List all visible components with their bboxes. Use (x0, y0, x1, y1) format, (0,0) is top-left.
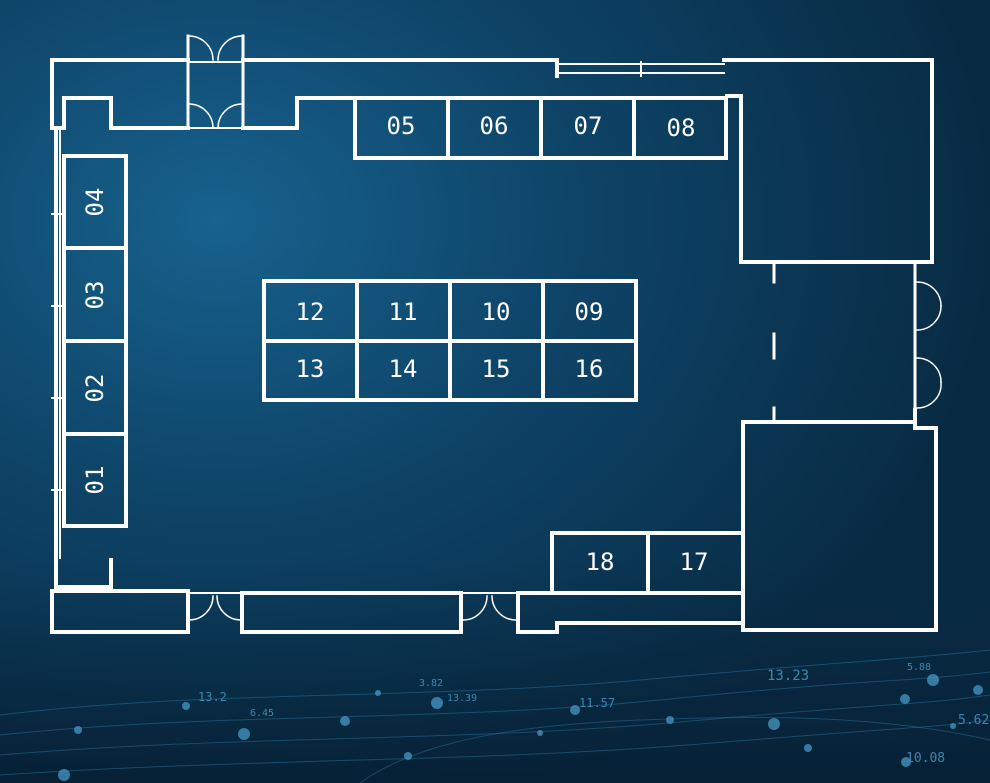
booth-04[interactable]: 04 (81, 188, 109, 217)
booth-06[interactable]: 06 (480, 112, 509, 140)
booth-16[interactable]: 16 (575, 355, 604, 383)
entrance-vestibule-top (186, 34, 245, 130)
booth-labels: 05 06 07 08 04 03 02 01 12 11 10 09 13 1… (81, 112, 708, 576)
booth-10[interactable]: 10 (482, 298, 511, 326)
booth-02[interactable]: 02 (81, 374, 109, 403)
deco-number: 5.62 (958, 713, 989, 728)
booth-03[interactable]: 03 (81, 281, 109, 310)
booth-07[interactable]: 07 (574, 112, 603, 140)
entrance-door-bottom-center (460, 592, 519, 621)
deco-number-labels: 13.2 6.45 3.82 13.39 11.57 13.23 5.88 5.… (198, 662, 989, 766)
outer-wall (50, 58, 938, 634)
room-lower-right (741, 420, 917, 632)
deco-number: 5.88 (907, 662, 931, 673)
entrance-door-bottom-left (187, 592, 243, 621)
booth-17[interactable]: 17 (680, 548, 709, 576)
deco-number: 10.08 (906, 751, 945, 766)
deco-number: 6.45 (250, 708, 274, 719)
booth-09[interactable]: 09 (575, 298, 604, 326)
booth-11[interactable]: 11 (389, 298, 418, 326)
booth-14[interactable]: 14 (389, 355, 418, 383)
deco-number: 3.82 (419, 678, 443, 689)
booth-05[interactable]: 05 (387, 112, 416, 140)
top-window (558, 61, 725, 77)
entrance-door-right (913, 260, 942, 412)
deco-number: 11.57 (579, 696, 615, 710)
deco-waves (0, 649, 990, 783)
booth-15[interactable]: 15 (482, 355, 511, 383)
deco-number: 13.2 (198, 690, 227, 704)
room-upper-right (725, 94, 917, 264)
deco-number: 13.23 (767, 668, 809, 684)
booth-13[interactable]: 13 (296, 355, 325, 383)
deco-number: 13.39 (447, 693, 477, 704)
booth-01[interactable]: 01 (81, 466, 109, 495)
booth-08[interactable]: 08 (667, 114, 696, 142)
booth-18[interactable]: 18 (586, 548, 615, 576)
booth-12[interactable]: 12 (296, 298, 325, 326)
deco-dots (58, 674, 983, 781)
